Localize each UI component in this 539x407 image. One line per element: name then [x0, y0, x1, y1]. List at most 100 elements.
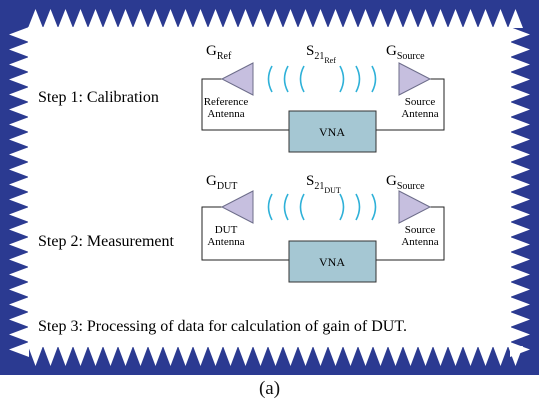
absorber-tooth: [88, 9, 103, 28]
absorber-tooth: [403, 346, 418, 366]
absorber-tooth: [223, 346, 238, 366]
s21-ref-label: S21Ref: [306, 43, 336, 65]
source-antenna-label-line2-b: Antenna: [401, 236, 438, 248]
absorber-tooth: [313, 346, 328, 366]
absorber-tooth: [433, 9, 448, 28]
absorber-tooth: [463, 346, 478, 366]
measurement-waves: [267, 193, 377, 221]
wave-arc: [355, 193, 361, 221]
wave-arc: [267, 193, 273, 221]
absorber-tooth: [313, 9, 328, 28]
absorber-tooth: [28, 9, 43, 28]
absorber-tooth: [9, 162, 29, 177]
dut-antenna-label-line1: DUT: [215, 224, 238, 236]
absorber-tooth: [388, 346, 403, 366]
dut-antenna-label-line2: Antenna: [207, 236, 244, 248]
absorber-tooth: [163, 346, 178, 366]
absorber-tooth: [9, 87, 29, 102]
absorber-tooth: [388, 9, 403, 28]
wave-arc: [267, 65, 273, 93]
absorber-tooth: [403, 9, 418, 28]
absorber-tooth: [238, 346, 253, 366]
absorber-tooth: [193, 9, 208, 28]
g-source-label-2: GSource: [386, 173, 425, 192]
absorber-tooth: [88, 346, 103, 366]
calibration-vna-box: [288, 110, 377, 153]
measurement-vna-box: [288, 240, 377, 283]
absorber-tooth: [208, 346, 223, 366]
wave-arc: [371, 193, 377, 221]
step-2-label: Step 2: Measurement: [38, 233, 175, 250]
absorber-tooth: [9, 27, 29, 42]
absorber-tooth: [343, 9, 358, 28]
source-antenna-icon-2: [398, 190, 432, 224]
absorber-tooth: [268, 346, 283, 366]
absorber-tooth: [510, 222, 530, 237]
absorber-tooth: [43, 9, 58, 28]
absorber-tooth: [73, 346, 88, 366]
absorber-tooth: [238, 9, 253, 28]
absorber-tooth: [358, 346, 373, 366]
measurement-vna-label: VNA: [319, 255, 345, 269]
absorber-tooth: [510, 297, 530, 312]
absorber-tooth: [178, 9, 193, 28]
s21-dut-label: S21DUT: [306, 173, 341, 195]
calibration-right-cable: [376, 78, 445, 131]
absorber-tooth: [510, 162, 530, 177]
absorber-tooth: [9, 102, 29, 117]
reference-antenna-icon: [220, 62, 254, 96]
absorber-tooth: [510, 57, 530, 72]
absorber-tooth: [118, 9, 133, 28]
absorber-tooth: [253, 346, 268, 366]
source-antenna-label-line1-b: Source: [405, 224, 436, 236]
absorber-tooth: [9, 267, 29, 282]
absorber-tooth: [510, 192, 530, 207]
absorber-tooth: [133, 9, 148, 28]
absorber-tooth: [448, 346, 463, 366]
absorber-tooth: [298, 346, 313, 366]
calibration-left-cable: [201, 78, 289, 131]
absorber-tooth: [9, 117, 29, 132]
absorber-tooth: [28, 346, 43, 366]
absorber-tooth: [9, 57, 29, 72]
absorber-tooth: [510, 252, 530, 267]
wave-arc: [339, 193, 345, 221]
absorber-tooth: [418, 346, 433, 366]
absorber-tooth: [510, 342, 530, 357]
chamber-interior: [28, 27, 511, 347]
absorber-tooth: [510, 267, 530, 282]
step-3-label: Step 3: Processing of data for calculati…: [38, 318, 407, 335]
absorber-tooth: [510, 132, 530, 147]
measurement-left-cable: [201, 206, 289, 261]
absorber-tooth: [9, 237, 29, 252]
absorber-tooth: [118, 346, 133, 366]
absorber-tooth: [510, 72, 530, 87]
absorber-tooth: [103, 9, 118, 28]
absorber-tooth: [298, 9, 313, 28]
absorber-tooth: [9, 132, 29, 147]
absorber-tooth: [328, 9, 343, 28]
dut-antenna-icon: [220, 190, 254, 224]
wave-arc: [339, 65, 345, 93]
absorber-tooth: [418, 9, 433, 28]
absorber-tooth: [510, 117, 530, 132]
absorber-tooth: [510, 147, 530, 162]
absorber-tooth: [510, 42, 530, 57]
absorber-tooth: [510, 237, 530, 252]
wave-arc: [371, 65, 377, 93]
g-dut-label: GDUT: [206, 173, 237, 192]
wave-arc: [283, 193, 289, 221]
absorber-tooth: [283, 346, 298, 366]
absorber-tooth: [448, 9, 463, 28]
absorber-tooth: [510, 177, 530, 192]
absorber-tooth: [433, 346, 448, 366]
absorber-tooth: [343, 346, 358, 366]
absorber-teeth: [9, 9, 530, 366]
absorber-tooth: [9, 147, 29, 162]
absorber-tooth: [9, 192, 29, 207]
absorber-tooth: [208, 9, 223, 28]
wave-arc: [299, 65, 305, 93]
absorber-tooth: [9, 222, 29, 237]
measurement-setup: VNA GDUT S21DUT GSource DUT Antenna Sour…: [201, 173, 445, 283]
absorber-tooth: [373, 346, 388, 366]
